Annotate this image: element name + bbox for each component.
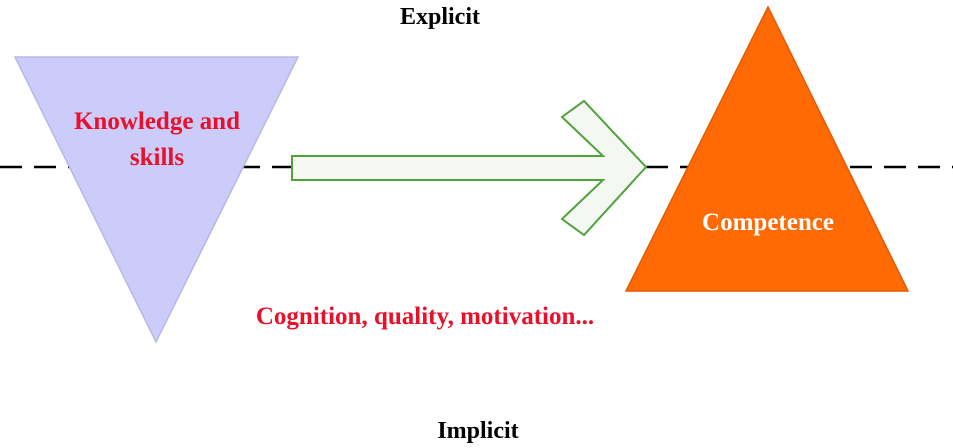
explicit-label: Explicit: [400, 4, 480, 30]
implicit-label: Implicit: [437, 418, 518, 444]
knowledge-skills-label-line2: skills: [130, 144, 184, 171]
competence-label: Competence: [702, 209, 834, 236]
hidden-factors-label: Cognition, quality, motivation...: [256, 303, 594, 330]
competence-triangle: [624, 5, 910, 292]
knowledge-skills-triangle: [13, 56, 300, 344]
knowledge-skills-label-line1: Knowledge and: [74, 108, 240, 135]
right-arrow-icon: [291, 99, 648, 237]
